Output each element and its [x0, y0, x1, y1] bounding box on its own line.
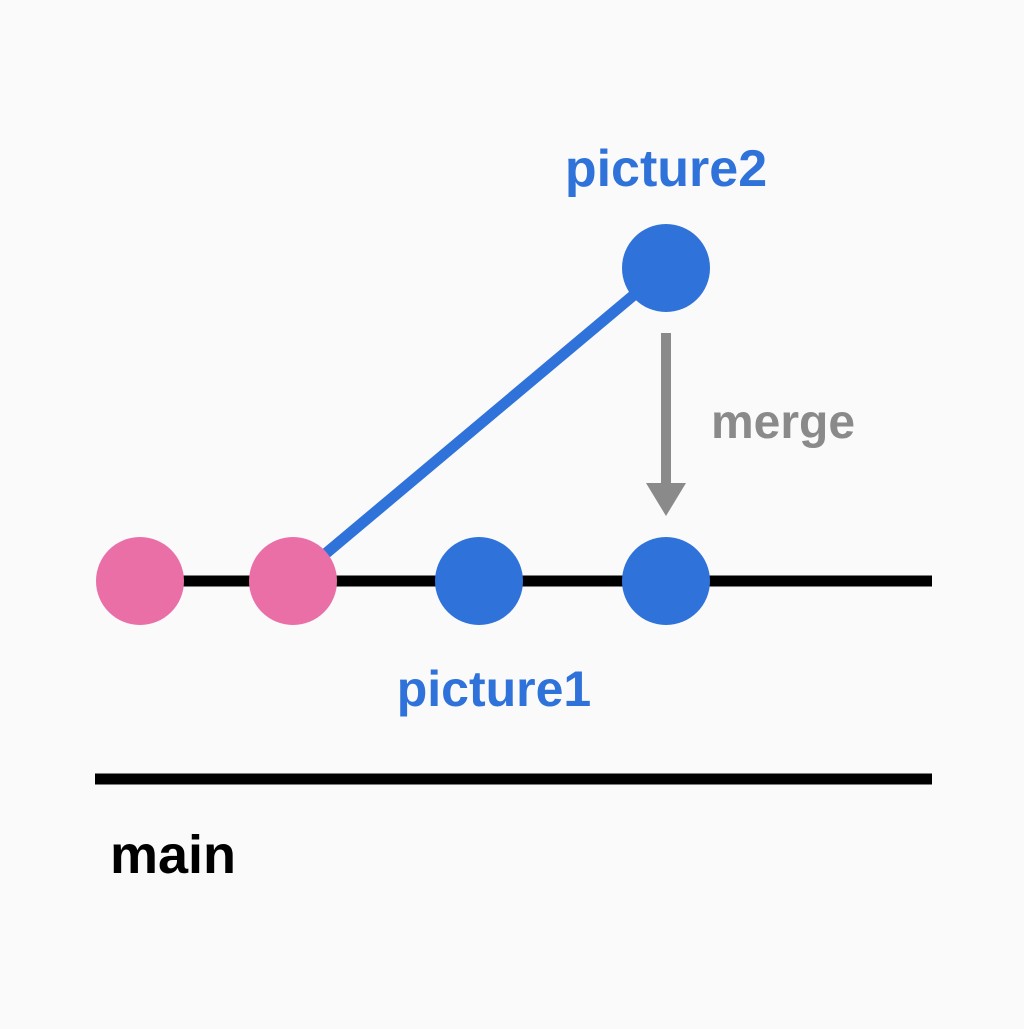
label-main: main [110, 825, 236, 885]
picture2-branch-connector [289, 263, 670, 586]
commit-blue-1 [435, 537, 523, 625]
label-merge: merge [711, 396, 855, 449]
label-picture2: picture2 [565, 140, 767, 198]
commit-pink-1 [96, 537, 184, 625]
commit-picture2 [622, 224, 710, 312]
commit-pink-2 [249, 537, 337, 625]
label-picture1: picture1 [397, 661, 592, 717]
merge-arrow-head [646, 483, 686, 516]
commit-blue-merge [622, 537, 710, 625]
